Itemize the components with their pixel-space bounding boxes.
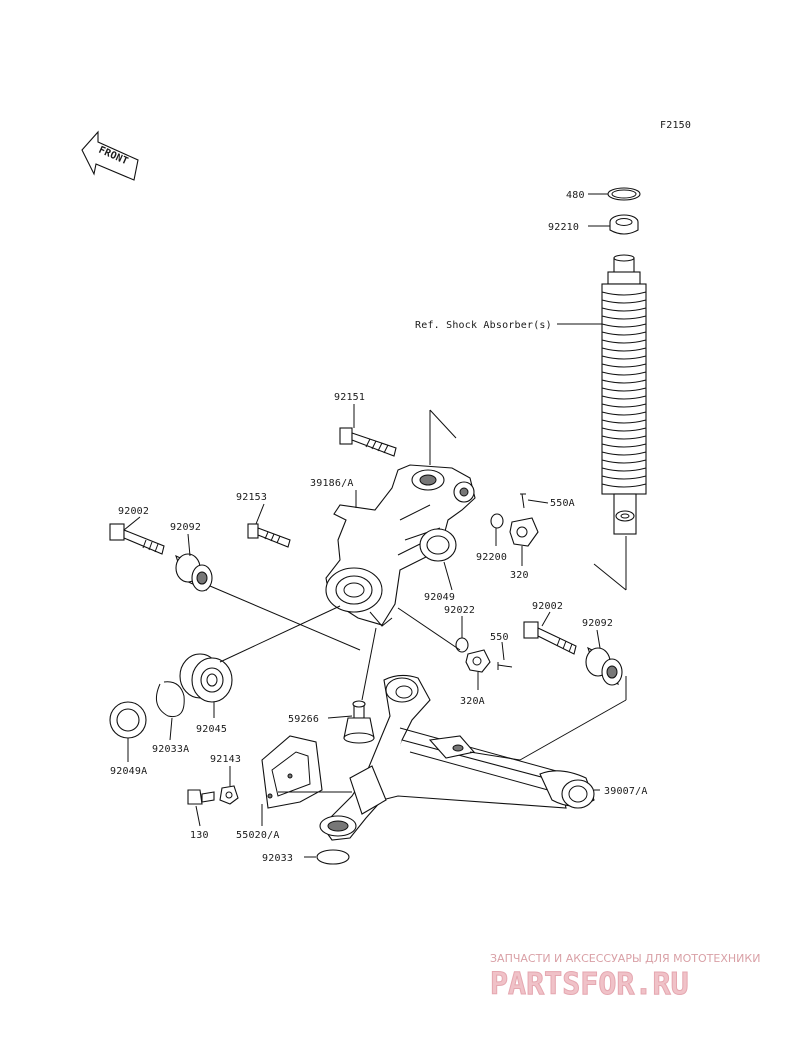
circlip-92033 — [316, 849, 350, 865]
label-320: 320 — [510, 570, 529, 581]
spring-coil — [601, 427, 647, 432]
bolt-130 — [187, 789, 215, 805]
spring-coil — [601, 291, 647, 296]
watermark-brand: PARTSFOR.RU — [490, 967, 689, 1002]
bolt-92002-right — [523, 621, 577, 655]
spring-coil — [601, 307, 647, 312]
label-550a: 550A — [550, 498, 575, 509]
label-59266: 59266 — [288, 714, 319, 725]
spring-coil — [601, 459, 647, 464]
spring-coil — [601, 419, 647, 424]
spring-coil — [601, 331, 647, 336]
label-92092-right: 92092 — [582, 618, 613, 629]
bushing-92092-left — [175, 553, 213, 592]
washer-92200 — [490, 513, 504, 529]
label-39007: 39007/A — [604, 786, 648, 797]
bolt-92151 — [339, 427, 397, 457]
cotter-pin-550a — [520, 493, 526, 509]
figure-id: F2150 — [660, 120, 691, 131]
spring-coil — [601, 467, 647, 472]
label-92045: 92045 — [196, 724, 227, 735]
spring-coil — [601, 379, 647, 384]
cotter-pin-550 — [497, 662, 513, 670]
label-92049a: 92049A — [110, 766, 147, 777]
front-arrow-icon: FRONT — [81, 130, 139, 181]
washer-92022 — [455, 637, 469, 653]
spring-coil — [601, 387, 647, 392]
spring-coil — [601, 347, 647, 352]
shock-absorber — [601, 187, 647, 535]
castle-nut-320a — [465, 649, 491, 673]
circlip-92033a — [155, 681, 185, 718]
a-arm-39007 — [319, 674, 595, 841]
spring-coil — [601, 363, 647, 368]
label-92092-left: 92092 — [170, 522, 201, 533]
label-320a: 320A — [460, 696, 485, 707]
label-92143: 92143 — [210, 754, 241, 765]
ball-joint-59266 — [343, 700, 375, 744]
leader-lines — [123, 193, 627, 858]
bushing-92092-right — [585, 646, 623, 686]
spring-coil — [601, 483, 647, 488]
spring-coil — [601, 323, 647, 328]
spring-coil — [601, 299, 647, 304]
label-92022: 92022 — [444, 605, 475, 616]
spring-coil — [601, 475, 647, 480]
label-92033a: 92033A — [152, 744, 189, 755]
label-92200: 92200 — [476, 552, 507, 563]
spring-coil — [601, 355, 647, 360]
spring-coil — [601, 435, 647, 440]
label-550: 550 — [490, 632, 509, 643]
spring-coil — [601, 315, 647, 320]
bolt-92002-left — [109, 523, 165, 555]
nut-92143 — [219, 785, 239, 805]
bolt-92153 — [247, 523, 291, 548]
label-92002-right: 92002 — [532, 601, 563, 612]
label-92002-left: 92002 — [118, 506, 149, 517]
label-130: 130 — [190, 830, 209, 841]
watermark-tagline: ЗАПЧАСТИ И АКСЕССУАРЫ ДЛЯ МОТОТЕХНИКИ — [490, 952, 760, 965]
spring-coil — [601, 411, 647, 416]
spring-coil — [601, 443, 647, 448]
castle-nut-320 — [509, 517, 539, 547]
label-92049: 92049 — [424, 592, 455, 603]
spring-coil — [601, 403, 647, 408]
label-92151: 92151 — [334, 392, 365, 403]
label-92153: 92153 — [236, 492, 267, 503]
guard-plate-55020 — [261, 735, 323, 809]
bearing-upper — [419, 528, 457, 562]
spring-coil — [601, 371, 647, 376]
spring-coil — [601, 339, 647, 344]
ref-shock-label: Ref. Shock Absorber(s) — [415, 320, 552, 331]
label-92033: 92033 — [262, 853, 293, 864]
spring-coil — [601, 395, 647, 400]
label-39186: 39186/A — [310, 478, 354, 489]
label-92210: 92210 — [548, 222, 579, 233]
steering-knuckle — [325, 464, 476, 627]
label-480: 480 — [566, 190, 585, 201]
label-55020: 55020/A — [236, 830, 280, 841]
bearing-92045 — [179, 653, 233, 703]
seal-92049a — [109, 701, 147, 739]
spring-coil — [601, 451, 647, 456]
